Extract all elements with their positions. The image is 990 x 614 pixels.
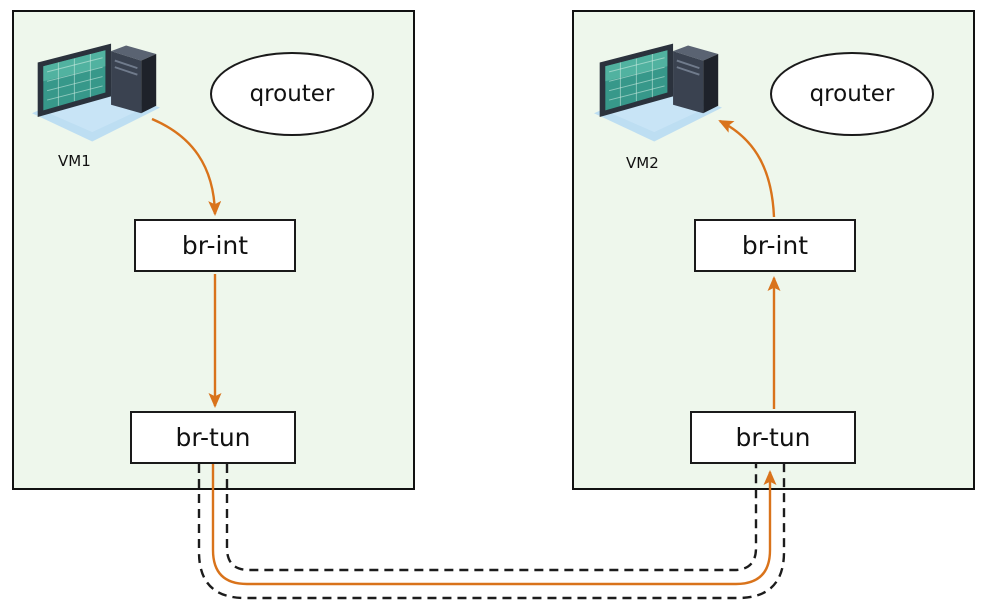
bridge-br-int-host2: br-int [694, 219, 856, 272]
vm1-label: VM1 [58, 152, 91, 170]
computer-icon [594, 43, 722, 142]
bridge-label: br-tun [735, 423, 811, 452]
qrouter-label: qrouter [809, 81, 895, 107]
bridge-label: br-tun [175, 423, 251, 452]
bridge-br-tun-host2: br-tun [690, 411, 856, 464]
bridge-label: br-int [741, 231, 809, 260]
bridge-label: br-int [181, 231, 249, 260]
qrouter-node-2: qrouter [770, 52, 934, 136]
bridge-br-int-host1: br-int [134, 219, 296, 272]
bridge-br-tun-host1: br-tun [130, 411, 296, 464]
qrouter-label: qrouter [249, 81, 335, 107]
vm2-label: VM2 [626, 154, 659, 172]
qrouter-node-1: qrouter [210, 52, 374, 136]
computer-icon [32, 43, 160, 142]
